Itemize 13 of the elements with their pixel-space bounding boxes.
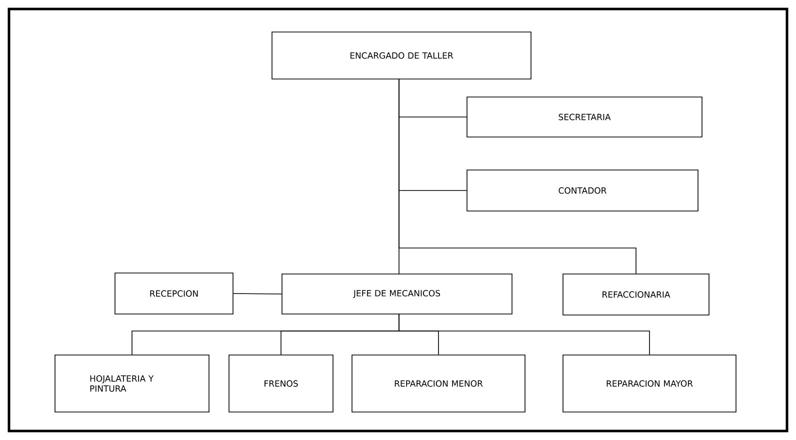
org-box: HOJALATERIA Y PINTURA (54, 354, 210, 412)
org-box: RECEPCION (114, 272, 234, 314)
connector-line (398, 78, 636, 274)
org-box: REPARACION MENOR (352, 354, 526, 412)
org-box: FRENOS (228, 354, 334, 412)
org-box: SECRETARIA (466, 96, 702, 138)
org-box: REPARACION MAYOR (562, 354, 736, 412)
org-box: REFACCIONARIA (562, 274, 710, 316)
connector-line (233, 293, 282, 294)
org-box: JEFE DE MECANICOS (282, 274, 512, 314)
org-box: ENCARGADO DE TALLER (272, 32, 532, 80)
org-box: CONTADOR (466, 170, 698, 212)
connector-line (398, 314, 650, 355)
